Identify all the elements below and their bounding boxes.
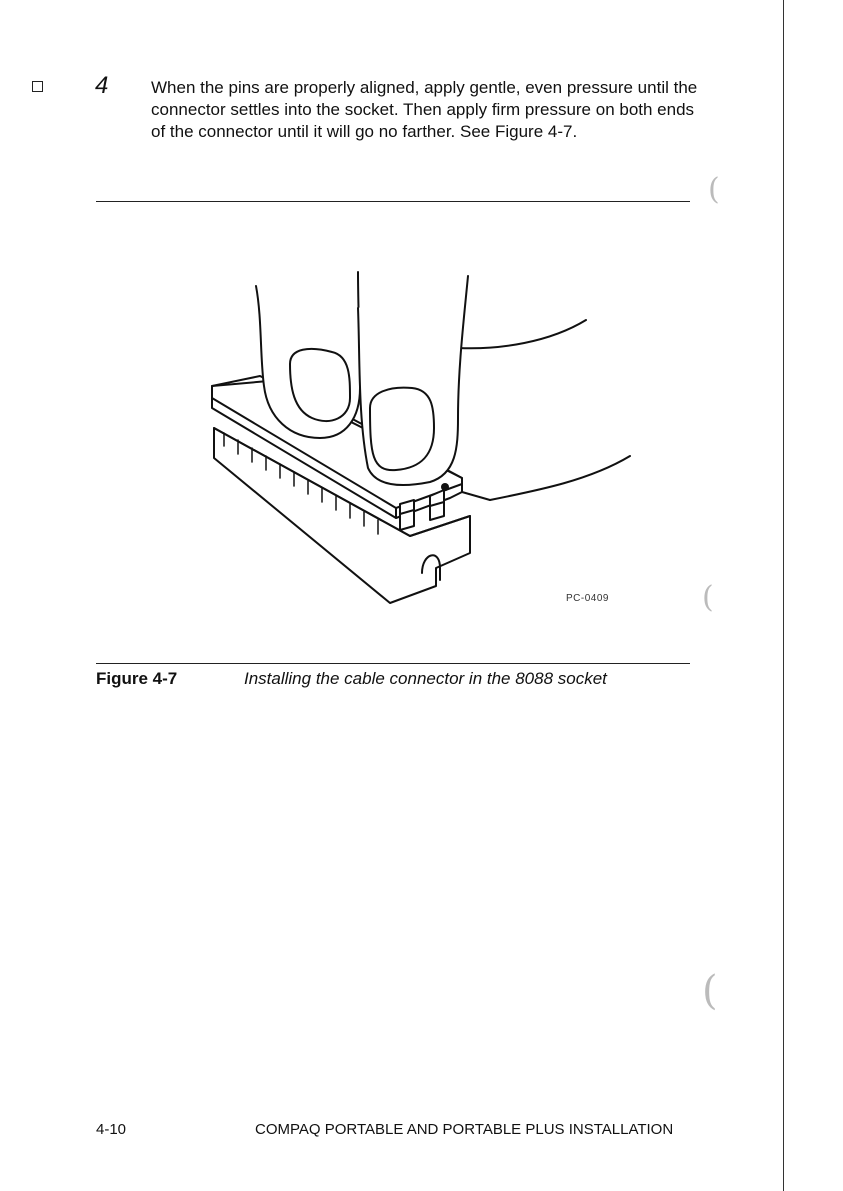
socket-notch — [421, 554, 441, 581]
footer-title: COMPAQ PORTABLE AND PORTABLE PLUS INSTAL… — [255, 1121, 674, 1138]
figure-label: Figure 4-7 — [96, 669, 178, 688]
connector-installation-illustration — [211, 271, 631, 604]
right-fingernail — [369, 386, 435, 472]
page-margin-line — [783, 0, 784, 1191]
margin-mark: ( — [708, 172, 720, 207]
left-fingernail — [289, 347, 351, 423]
right-finger — [357, 275, 469, 487]
socket-pins — [223, 432, 379, 535]
step-checkbox[interactable] — [32, 81, 43, 92]
step-instruction: When the pins are properly aligned, appl… — [151, 78, 698, 141]
caption-rule — [96, 663, 690, 664]
ribbon-cable — [457, 319, 587, 350]
step-number: 4 — [95, 72, 109, 99]
connector-latch — [399, 489, 445, 531]
margin-mark: ( — [702, 580, 714, 615]
page-number: 4-10 — [96, 1121, 127, 1138]
figure-top-rule — [96, 201, 690, 202]
figure-caption: Installing the cable connector in the 80… — [244, 669, 607, 688]
margin-mark: ( — [702, 968, 718, 1014]
figure-id: PC-0409 — [566, 593, 609, 604]
